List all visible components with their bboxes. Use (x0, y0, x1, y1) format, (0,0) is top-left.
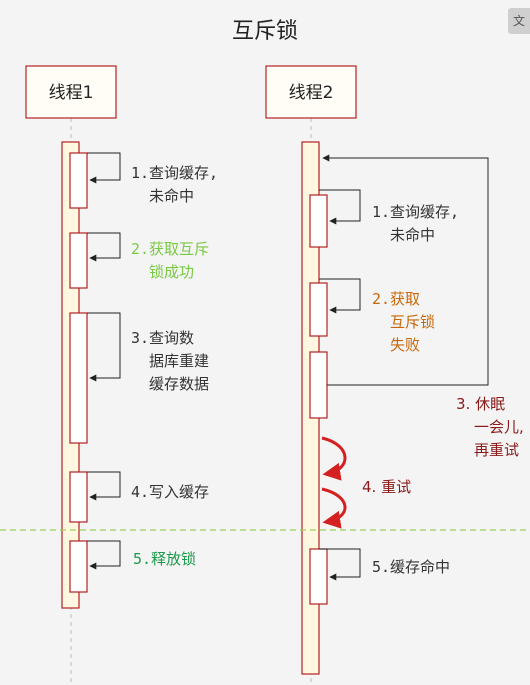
thread1-step-3-label-line-2: 据库重建 (149, 352, 209, 370)
thread1-activation-4 (69, 471, 88, 523)
thread2-arrow-2 (319, 278, 361, 314)
thread1-step-1-label: 1.查询缓存, 未命中 (131, 164, 218, 205)
thread1-step-4-label-line-1: 4.写入缓存 (131, 483, 209, 501)
thread2-activation-5 (309, 548, 328, 605)
thread2-step-2-label-line-1: 2.获取 (372, 290, 420, 308)
thread1-step-5-label-line-1: 5.释放锁 (133, 550, 196, 568)
thread2-activation-3 (309, 351, 328, 419)
thread2-step-1-label-line-1: 1.查询缓存, (372, 203, 459, 221)
thread1-activation-1 (69, 152, 88, 209)
thread1-step-3-label-line-1: 3.查询数 (131, 329, 194, 347)
thread1-step-5-label: 5.释放锁 (133, 550, 196, 568)
thread2-step-4-label-line-1: 4. 重试 (362, 478, 411, 496)
thread2-step-2-label-line-3: 失败 (390, 336, 420, 354)
thread2-step-3-label-line-2: 一会儿, (474, 418, 524, 436)
thread1-arrow-5 (87, 540, 121, 570)
thread2-label: 线程2 (289, 83, 334, 103)
thread2-step-3-label-line-1: 3. 休眠 (456, 395, 505, 413)
thread2-activation-1 (309, 194, 328, 248)
thread2-step-4-label: 4. 重试 (362, 478, 411, 496)
diagram-title: 互斥锁 (232, 19, 298, 44)
thread2-arrow-5 (319, 548, 361, 581)
thread1-arrow-1 (87, 152, 121, 184)
thread2-step-1-label: 1.查询缓存, 未命中 (372, 203, 459, 244)
thread1-step-3-label-line-3: 缓存数据 (149, 375, 209, 393)
thread1-activation-2 (69, 232, 88, 289)
thread1-step-1-label-line-2: 未命中 (149, 187, 194, 205)
thread1-header: 线程1 (25, 65, 117, 119)
thread1-step-2-label-line-2: 锁成功 (149, 263, 194, 281)
thread2-sleep-loop-arrow (322, 154, 489, 386)
thread1-step-4-label: 4.写入缓存 (131, 483, 209, 501)
thread1-activation-5 (69, 540, 88, 593)
thread1-step-1-label-line-1: 1.查询缓存, (131, 164, 218, 182)
thread1-step-2-label-line-1: 2.获取互斥 (131, 240, 209, 258)
thread2-arrow-1 (319, 189, 361, 225)
thread1-arrow-4 (87, 471, 121, 501)
retry-arrow-2 (321, 487, 347, 529)
retry-arrow-1 (321, 436, 347, 481)
thread1-arrow-3 (87, 312, 121, 382)
thread2-activation-2 (309, 282, 328, 337)
thread2-step-3-label: 3. 休眠一会儿, 再重试 (456, 395, 524, 459)
thread2-step-2-label-line-2: 互斥锁 (390, 313, 435, 331)
thread1-step-2-label: 2.获取互斥锁成功 (131, 240, 209, 281)
thread2-step-5-label: 5.缓存命中 (372, 558, 450, 576)
thread1-activation-3 (69, 312, 88, 444)
thread2-header: 线程2 (265, 65, 357, 119)
thread2-step-1-label-line-2: 未命中 (390, 226, 435, 244)
thread2-step-2-label: 2.获取互斥锁失败 (372, 290, 435, 354)
translate-icon[interactable]: 文 (508, 8, 530, 34)
thread2-step-3-label-line-3: 再重试 (474, 441, 519, 459)
thread1-arrow-2 (87, 232, 121, 262)
thread1-step-3-label: 3.查询数据库重建缓存数据 (131, 329, 209, 393)
thread1-label: 线程1 (49, 83, 94, 103)
thread2-step-5-label-line-1: 5.缓存命中 (372, 558, 450, 576)
